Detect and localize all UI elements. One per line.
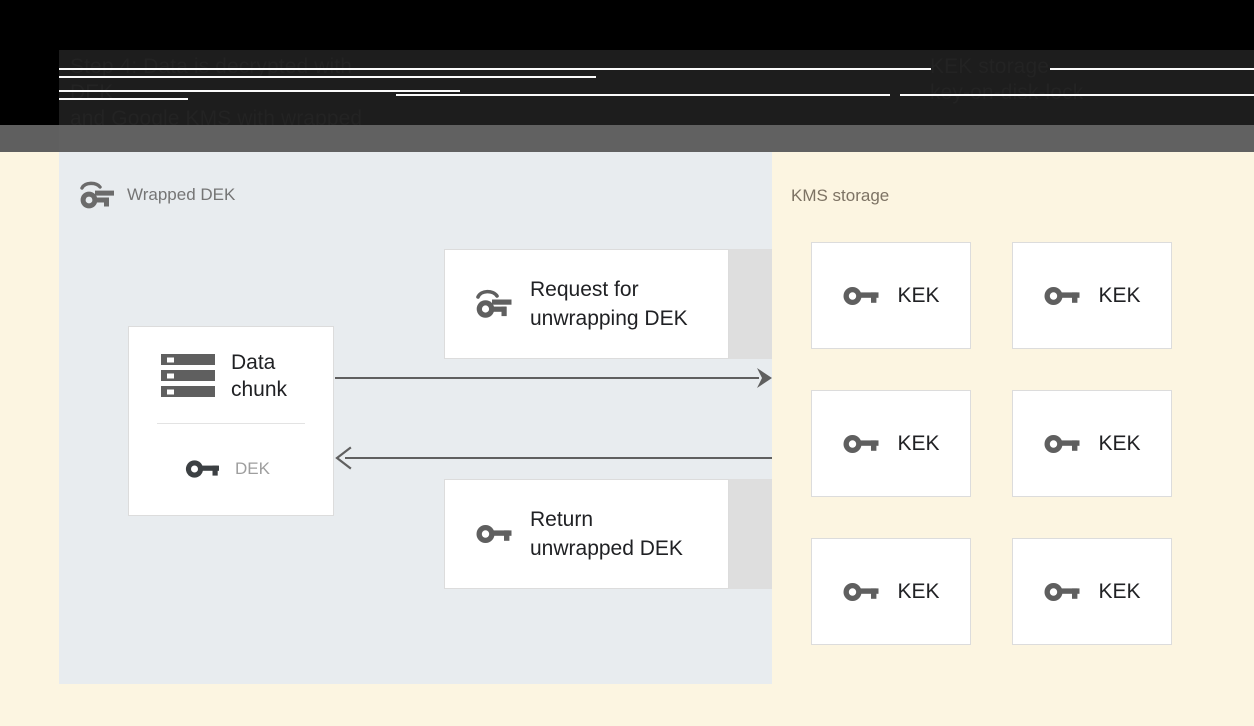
kek-card[interactable]: KEK [811, 390, 971, 497]
kek-card[interactable]: KEK [1012, 538, 1172, 645]
kms-storage-label: KMS storage [791, 186, 890, 205]
return-arrow-line [345, 457, 772, 459]
request-card-band [729, 249, 772, 359]
return-card-band [729, 479, 772, 589]
kek-card-label: KEK [897, 431, 940, 455]
return-arrow-head-icon [334, 446, 354, 470]
grey-toolbar-notch [0, 125, 59, 152]
header-title-right: KEK storage key-on-disk-lock [930, 55, 1084, 104]
data-chunk-header: Data chunk [129, 329, 333, 423]
data-chunk-divider [157, 422, 305, 424]
wrapped-dek-label-text: Wrapped DEK [127, 185, 236, 204]
request-arrow-line [335, 377, 759, 379]
key-icon [842, 283, 879, 309]
data-chunk-dek-label: DEK [235, 458, 270, 478]
kek-card-label: KEK [1098, 579, 1141, 603]
data-chunk-title: Data chunk [231, 350, 288, 401]
kek-card[interactable]: KEK [1012, 390, 1172, 497]
kek-card-label: KEK [1098, 431, 1141, 455]
title-band [0, 50, 1254, 125]
data-chunk-dek-row: DEK [129, 424, 333, 514]
kek-card-label: KEK [897, 579, 940, 603]
key-icon [842, 579, 879, 605]
return-unwrapped-label: Return unwrapped DEK [530, 508, 683, 560]
kek-card-label: KEK [1098, 283, 1141, 307]
data-chunk-card[interactable]: Data chunk DEK [128, 326, 334, 516]
wrapped-dek-label: Wrapped DEK [78, 180, 235, 210]
storage-icon [161, 353, 215, 399]
key-icon [185, 457, 219, 481]
kek-card[interactable]: KEK [811, 538, 971, 645]
header-strike-lines [0, 50, 1254, 125]
key-icon [842, 431, 879, 457]
request-unwrap-card[interactable]: Request for unwrapping DEK [444, 249, 729, 359]
header-left-notch [0, 50, 59, 125]
kek-card-label: KEK [897, 283, 940, 307]
key-icon [1043, 431, 1080, 457]
kek-card[interactable]: KEK [1012, 242, 1172, 349]
request-unwrap-label: Request for unwrapping DEK [530, 278, 688, 330]
return-unwrapped-card[interactable]: Return unwrapped DEK [444, 479, 729, 589]
wrapped-key-icon [78, 180, 115, 210]
key-icon [1043, 579, 1080, 605]
key-icon [1043, 283, 1080, 309]
key-icon [475, 521, 512, 547]
grey-toolbar [0, 125, 1254, 152]
request-arrow-head-icon [755, 366, 775, 390]
kek-card[interactable]: KEK [811, 242, 971, 349]
top-black-bar [0, 0, 1254, 50]
wrapped-key-icon [475, 288, 512, 320]
